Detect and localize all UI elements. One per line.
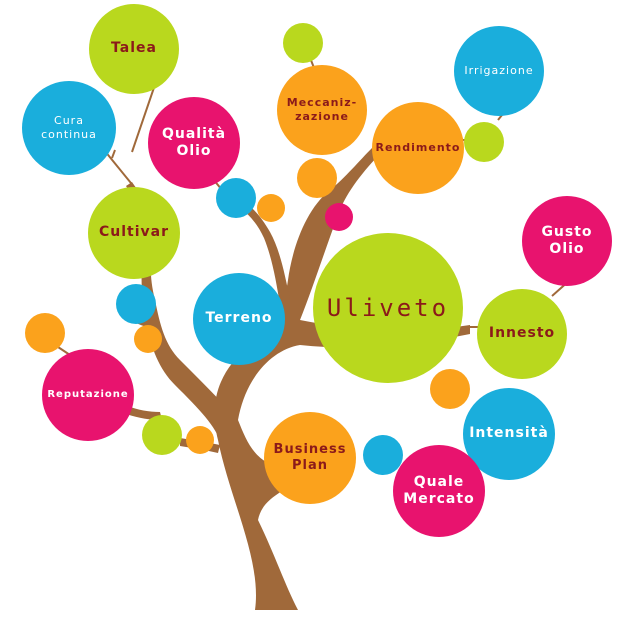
circle-terreno bbox=[193, 273, 285, 365]
dot-orange-cultivar bbox=[134, 325, 162, 353]
circle-innesto bbox=[477, 289, 567, 379]
circle-qualita-olio bbox=[148, 97, 240, 189]
dot-blue-qualita bbox=[216, 178, 256, 218]
dot-green-rendimento bbox=[464, 122, 504, 162]
circle-rendimento bbox=[372, 102, 464, 194]
circle-irrigazione bbox=[454, 26, 544, 116]
circle-cultivar bbox=[88, 187, 180, 279]
dot-green-bottom bbox=[142, 415, 182, 455]
circle-quale-mercato bbox=[393, 445, 485, 537]
dot-blue-cultivar bbox=[116, 284, 156, 324]
twig-cura bbox=[112, 150, 115, 158]
dot-green-top bbox=[283, 23, 323, 63]
circle-uliveto bbox=[313, 233, 463, 383]
dot-orange-left bbox=[25, 313, 65, 353]
circle-reputazione bbox=[42, 349, 134, 441]
dot-orange-mecc bbox=[297, 158, 337, 198]
dot-pink-small bbox=[325, 203, 353, 231]
dot-orange-innesto bbox=[430, 369, 470, 409]
dot-orange-qualita bbox=[257, 194, 285, 222]
dot-blue-mercato bbox=[363, 435, 403, 475]
dot-orange-bottom bbox=[186, 426, 214, 454]
circle-business-plan bbox=[264, 412, 356, 504]
circle-cura-continua bbox=[22, 81, 116, 175]
circle-talea bbox=[89, 4, 179, 94]
circle-meccanizzazione bbox=[277, 65, 367, 155]
circle-gusto-olio bbox=[522, 196, 612, 286]
